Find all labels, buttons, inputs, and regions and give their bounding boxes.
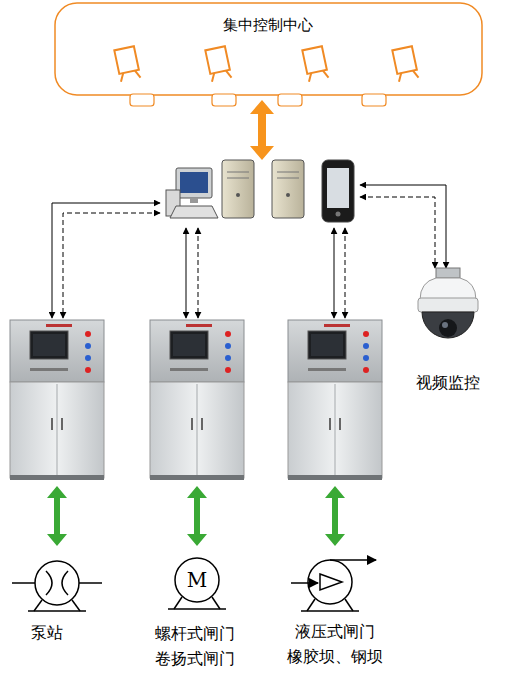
video-monitor: 视频监控 [403,262,493,397]
camera-icon [418,268,478,338]
signal-lines [52,185,446,318]
pc-icon [166,168,218,218]
hydraulic-gate: 液压式闸门 橡胶坝、钢坝 [278,555,393,670]
node-label: 泵站 [7,622,87,644]
node-label: 液压式闸门 橡胶坝、钢坝 [278,619,393,669]
server-icon [222,160,254,218]
server-icon [272,160,304,218]
uplink-arrow [250,100,274,160]
monitor-icons [114,46,418,81]
control-center-band [55,3,482,95]
hydraulic-symbol [291,560,376,611]
pump-symbol [12,561,102,611]
symbol-letter: M [182,568,212,592]
gate-motor: M螺杆式闸门 卷扬式闸门 [145,555,255,670]
node-label: 螺杆式闸门 卷扬式闸门 [140,621,250,671]
motor-symbol [168,558,226,609]
control-cabinet [10,320,104,480]
pump-station: 泵站 [8,555,104,650]
device-arrows [47,486,345,546]
control-cabinet [150,320,244,480]
node-label: 视频监控 [403,372,493,394]
band-tabs [130,94,386,106]
control-cabinet [288,320,382,480]
control-center: 集中控制中心 [55,3,482,95]
tablet-icon [322,160,354,222]
node-label: 集中控制中心 [168,15,368,35]
